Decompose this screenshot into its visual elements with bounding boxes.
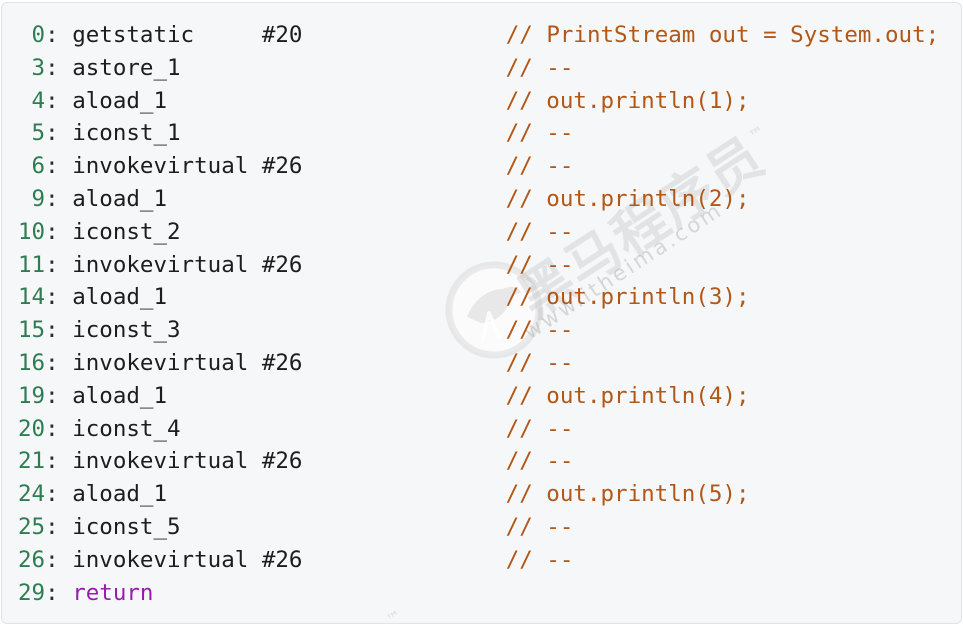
source-comment: // -- (505, 349, 574, 376)
source-comment: // -- (505, 448, 574, 475)
line-number: 9 (18, 185, 46, 212)
line-number: 5 (18, 120, 46, 147)
line-number: 14 (18, 284, 46, 311)
line-number-colon: : (45, 120, 73, 147)
bytecode-line: 3: astore_1 // -- (18, 52, 961, 85)
source-comment: // -- (505, 317, 574, 344)
source-comment: // -- (505, 120, 574, 147)
instruction: aload_1 (72, 87, 168, 114)
source-comment: // out.println(3); (505, 284, 750, 311)
source-comment: // -- (505, 54, 574, 81)
source-comment: // -- (505, 415, 574, 442)
bytecode-line: 14: aload_1 // out.println(3); (18, 281, 961, 314)
source-comment: // -- (505, 153, 574, 180)
return-keyword: return (72, 579, 154, 606)
line-number-colon: : (45, 481, 73, 508)
instruction: invokevirtual (72, 153, 249, 180)
bytecode-line: 11: invokevirtual #26 // -- (18, 249, 961, 282)
line-number-colon: : (45, 87, 73, 114)
line-number: 24 (18, 481, 46, 508)
line-number-colon: : (45, 382, 73, 409)
line-number: 11 (18, 251, 46, 278)
line-number: 21 (18, 448, 46, 475)
constant-pool-ref: #20 (261, 22, 303, 48)
line-number-colon: : (45, 153, 73, 180)
constant-pool-ref: #26 (261, 546, 303, 573)
line-number: 26 (18, 546, 46, 573)
constant-pool-ref: #26 (261, 448, 303, 475)
bytecode-line: 5: iconst_1 // -- (18, 117, 961, 150)
bytecode-line: 29: return (18, 577, 961, 610)
line-number-colon: : (45, 185, 73, 212)
line-number-colon: : (45, 448, 73, 475)
line-number: 20 (18, 415, 46, 442)
line-number: 25 (18, 513, 46, 540)
line-number-colon: : (45, 349, 73, 376)
instruction: iconst_3 (72, 317, 181, 344)
line-number: 6 (18, 153, 46, 180)
line-number: 16 (18, 349, 46, 376)
line-number-colon: : (45, 579, 73, 606)
instruction: invokevirtual (72, 251, 249, 278)
instruction: aload_1 (72, 284, 168, 311)
source-comment: // -- (505, 251, 574, 278)
line-number: 10 (18, 218, 46, 245)
bytecode-line: 6: invokevirtual #26 // -- (18, 150, 961, 183)
bytecode-line: 4: aload_1 // out.println(1); (18, 85, 961, 118)
line-number-colon: : (45, 218, 73, 245)
source-comment: // out.println(1); (505, 87, 750, 114)
bytecode-line: 20: iconst_4 // -- (18, 413, 961, 446)
instruction: iconst_1 (72, 120, 181, 147)
line-number: 0 (18, 22, 46, 48)
bytecode-line: 25: iconst_5 // -- (18, 511, 961, 544)
line-number: 19 (18, 382, 46, 409)
bytecode-line: 26: invokevirtual #26 // -- (18, 544, 961, 577)
line-number: 4 (18, 87, 46, 114)
bytecode-line: 24: aload_1 // out.println(5); (18, 478, 961, 511)
constant-pool-ref: #26 (261, 349, 303, 376)
instruction: iconst_2 (72, 218, 181, 245)
source-comment: // out.println(4); (505, 382, 750, 409)
bytecode-line: 9: aload_1 // out.println(2); (18, 183, 961, 216)
line-number-colon: : (45, 317, 73, 344)
source-comment: // PrintStream out = System.out; (505, 22, 940, 48)
instruction: getstatic (72, 22, 195, 48)
source-comment: // out.println(5); (505, 481, 750, 508)
constant-pool-ref: #26 (261, 251, 303, 278)
line-number: 15 (18, 317, 46, 344)
instruction: aload_1 (72, 382, 168, 409)
line-number-colon: : (45, 546, 73, 573)
instruction: invokevirtual (72, 448, 249, 475)
line-number: 29 (18, 579, 46, 606)
instruction: aload_1 (72, 185, 168, 212)
instruction: invokevirtual (72, 349, 249, 376)
line-number-colon: : (45, 22, 73, 48)
bytecode-line: 21: invokevirtual #26 // -- (18, 445, 961, 478)
instruction: iconst_5 (72, 513, 181, 540)
line-number: 3 (18, 54, 46, 81)
bytecode-line: 0: getstatic #20 // PrintStream out = Sy… (18, 19, 961, 52)
line-number-colon: : (45, 284, 73, 311)
bytecode-line: 10: iconst_2 // -- (18, 216, 961, 249)
bytecode-listing: 0: getstatic #20 // PrintStream out = Sy… (2, 3, 961, 609)
source-comment: // -- (505, 513, 574, 540)
source-comment: // -- (505, 218, 574, 245)
constant-pool-ref: #26 (261, 153, 303, 180)
source-comment: // out.println(2); (505, 185, 750, 212)
bytecode-line: 15: iconst_3 // -- (18, 314, 961, 347)
line-number-colon: : (45, 513, 73, 540)
instruction: astore_1 (72, 54, 181, 81)
instruction: iconst_4 (72, 415, 181, 442)
line-number-colon: : (45, 415, 73, 442)
instruction: invokevirtual (72, 546, 249, 573)
bytecode-line: 19: aload_1 // out.println(4); (18, 380, 961, 413)
source-comment: // -- (505, 546, 574, 573)
instruction: aload_1 (72, 481, 168, 508)
bytecode-line: 16: invokevirtual #26 // -- (18, 347, 961, 380)
line-number-colon: : (45, 54, 73, 81)
line-number-colon: : (45, 251, 73, 278)
